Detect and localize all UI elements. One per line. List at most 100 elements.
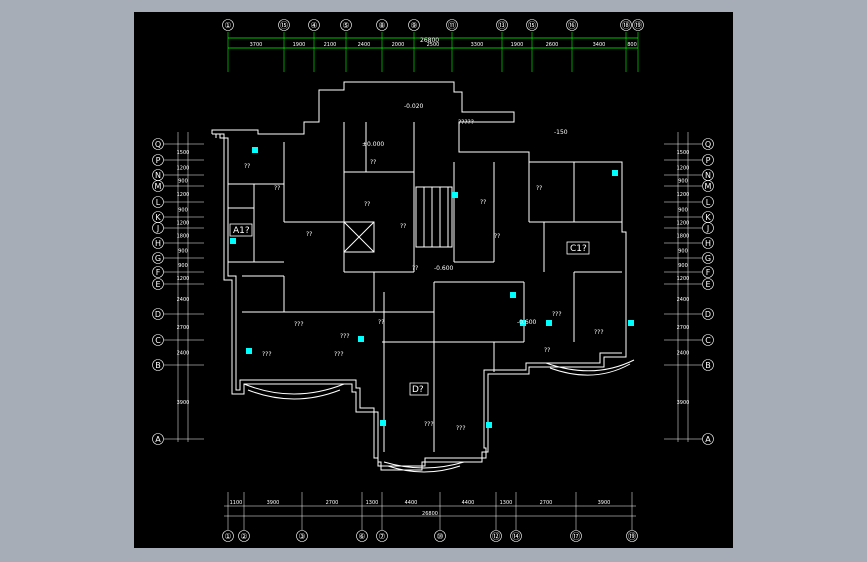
- room-label: ???: [294, 321, 304, 328]
- axis-bubble: [152, 180, 164, 192]
- top-dim-label: 1900: [293, 42, 306, 48]
- bottom-dim-label: 2700: [326, 500, 339, 506]
- left-axis-label: F: [156, 268, 161, 277]
- unit-tag-c1: C1?: [570, 244, 587, 254]
- bottom-dim-label: 4400: [462, 500, 475, 506]
- right-axis-label: G: [705, 254, 711, 263]
- right-dim-label: 2400: [677, 297, 690, 303]
- right-axis-label: B: [705, 361, 711, 370]
- right-dim-label: 900: [678, 208, 688, 214]
- room-label: ??: [400, 223, 406, 230]
- axis-bubble: [152, 433, 164, 445]
- left-dim-label: 900: [178, 249, 188, 255]
- axis-bubble: [222, 530, 234, 542]
- right-axis-label: Q: [705, 140, 711, 149]
- axis-bubble: [510, 530, 522, 542]
- room-label: ??: [412, 265, 418, 272]
- axis-bubble: [526, 19, 538, 31]
- level-label: ±0.000: [362, 141, 384, 148]
- right-axis-label: E: [705, 280, 710, 289]
- top-axis-label: ⑱: [622, 21, 630, 30]
- top-axis-label: ⑨: [410, 21, 417, 30]
- left-axis-label: B: [155, 361, 161, 370]
- room-label: ??: [274, 185, 280, 192]
- right-dim-label: 1200: [677, 192, 690, 198]
- left-axis-label: N: [155, 171, 161, 180]
- axis-bubble: [152, 196, 164, 208]
- axis-bubble: [376, 530, 388, 542]
- top-dim-label: 2600: [546, 42, 559, 48]
- room-label: ???: [262, 351, 272, 358]
- room-label: ??: [306, 231, 312, 238]
- axis-bubble: [152, 138, 164, 150]
- right-axis-label: M: [705, 182, 712, 191]
- axis-bubble: [152, 237, 164, 249]
- unit-tag-a1: A1?: [233, 226, 250, 236]
- left-dim-label: 3900: [177, 400, 190, 406]
- right-axis-label: A: [705, 435, 711, 444]
- unit-tag-d: D?: [412, 385, 424, 395]
- room-label: ???: [594, 329, 604, 336]
- level-labels: -0.020 ±0.000 -0.600 -0.600: [362, 103, 537, 326]
- building-walls: [211, 81, 635, 473]
- room-label: ??: [494, 233, 500, 240]
- axis-bubble: [620, 19, 632, 31]
- top-total-dim: 26800: [420, 37, 439, 44]
- axis-bubble: [356, 530, 368, 542]
- axis-bubble: [490, 530, 502, 542]
- axis-bubble: [152, 154, 164, 166]
- bottom-axis-label: ⑦: [378, 532, 385, 541]
- right-dim-label: 2700: [677, 325, 690, 331]
- bottom-dim-label: 3900: [598, 500, 611, 506]
- left-axis-bubbles: QPNMLKJHGFEDCBA1500120090012009001200180…: [152, 132, 204, 445]
- axis-bubble: [702, 180, 714, 192]
- axis-bubble: [446, 19, 458, 31]
- bottom-axis-label: ⑥: [358, 532, 365, 541]
- left-dim-label: 2400: [177, 297, 190, 303]
- bottom-axis-label: ⑫: [492, 532, 500, 541]
- axis-bubble: [702, 138, 714, 150]
- right-axis-bubbles: QPNMLKJHGFEDCBA1500120090012009001200180…: [664, 132, 714, 445]
- left-dim-label: 1200: [177, 192, 190, 198]
- level-label: -0.020: [404, 103, 424, 110]
- right-axis-label: C: [705, 336, 711, 345]
- top-axis-label: ⑬: [498, 21, 506, 30]
- cyan-tag: [520, 320, 526, 326]
- left-axis-label: G: [155, 254, 161, 263]
- axis-bubble: [626, 530, 638, 542]
- top-dim-label: 2400: [358, 42, 371, 48]
- cyan-equipment-tags: [230, 147, 634, 428]
- right-axis-label: L: [706, 198, 711, 207]
- left-axis-label: Q: [155, 140, 161, 149]
- left-axis-label: K: [155, 213, 161, 222]
- top-dim-label: 3300: [471, 42, 484, 48]
- left-dim-label: 1200: [177, 276, 190, 282]
- bottom-axis-label: ①: [224, 532, 231, 541]
- left-dim-label: 1200: [177, 221, 190, 227]
- right-dim-label: 900: [678, 179, 688, 185]
- axis-bubble: [152, 252, 164, 264]
- room-label: ???: [424, 421, 434, 428]
- right-axis-label: H: [705, 239, 711, 248]
- axis-bubble: [632, 19, 644, 31]
- top-axis-label: ⑪: [448, 21, 456, 30]
- cyan-tag: [252, 147, 258, 153]
- axis-bubble: [434, 530, 446, 542]
- cyan-tag: [546, 320, 552, 326]
- left-dim-label: 1200: [177, 166, 190, 172]
- bottom-axis-label: ⑭: [512, 532, 520, 541]
- room-label: ???: [456, 425, 466, 432]
- top-axis-label: ⑤: [342, 21, 349, 30]
- bottom-dim-label: 4400: [405, 500, 418, 506]
- left-dim-label: 900: [178, 208, 188, 214]
- right-dim-label: 1200: [677, 276, 690, 282]
- axis-bubble: [278, 19, 290, 31]
- room-label: ??: [536, 185, 542, 192]
- left-axis-label: J: [156, 224, 159, 233]
- left-dim-label: 2700: [177, 325, 190, 331]
- axis-bubble: [702, 196, 714, 208]
- right-dim-label: 900: [678, 249, 688, 255]
- right-axis-label: J: [706, 224, 709, 233]
